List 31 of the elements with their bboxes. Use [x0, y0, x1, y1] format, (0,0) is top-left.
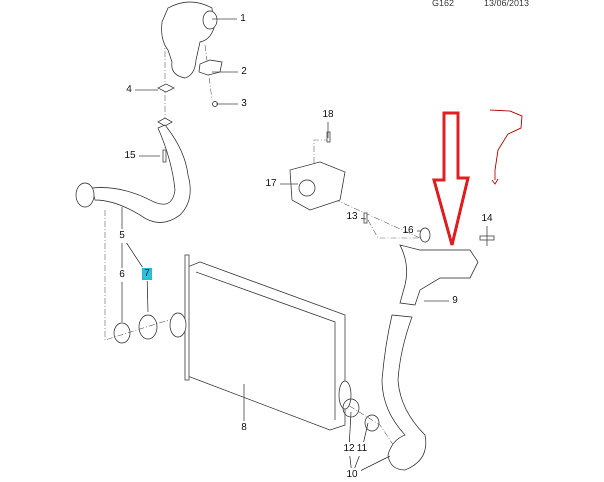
- leader-line: [363, 422, 368, 442]
- callout-number: 15: [122, 150, 138, 162]
- callout-number: 1: [238, 13, 248, 25]
- callout-number: 18: [320, 109, 336, 121]
- leader-line: [126, 242, 143, 268]
- leader-line: [416, 230, 422, 232]
- callout-number: 7: [142, 268, 152, 280]
- leader-line: [360, 218, 366, 220]
- leader-line: [348, 412, 352, 442]
- callout-number: 6: [117, 269, 127, 281]
- leader-line: [349, 456, 352, 468]
- callout-number: 5: [117, 230, 127, 242]
- callout-number: 12: [341, 443, 357, 455]
- leader-line: [424, 300, 450, 302]
- callout-number: 2: [239, 66, 249, 78]
- leader-line: [360, 456, 390, 471]
- leader-line: [212, 18, 238, 20]
- callout-number: 11: [354, 443, 370, 455]
- leader-line: [146, 280, 148, 312]
- callout-number: 8: [239, 422, 249, 434]
- callout-number: 3: [239, 98, 249, 110]
- callout-number: 16: [400, 225, 416, 237]
- callout-number: 13: [344, 211, 360, 223]
- callout-number: 10: [344, 469, 360, 481]
- callout-number: 17: [263, 178, 279, 190]
- leader-line: [354, 456, 360, 468]
- callout-number: 9: [450, 295, 460, 307]
- callout-number: 14: [479, 213, 495, 225]
- leader-line: [486, 226, 488, 246]
- callout-number: 4: [124, 84, 134, 96]
- header-label: G162: [432, 0, 454, 8]
